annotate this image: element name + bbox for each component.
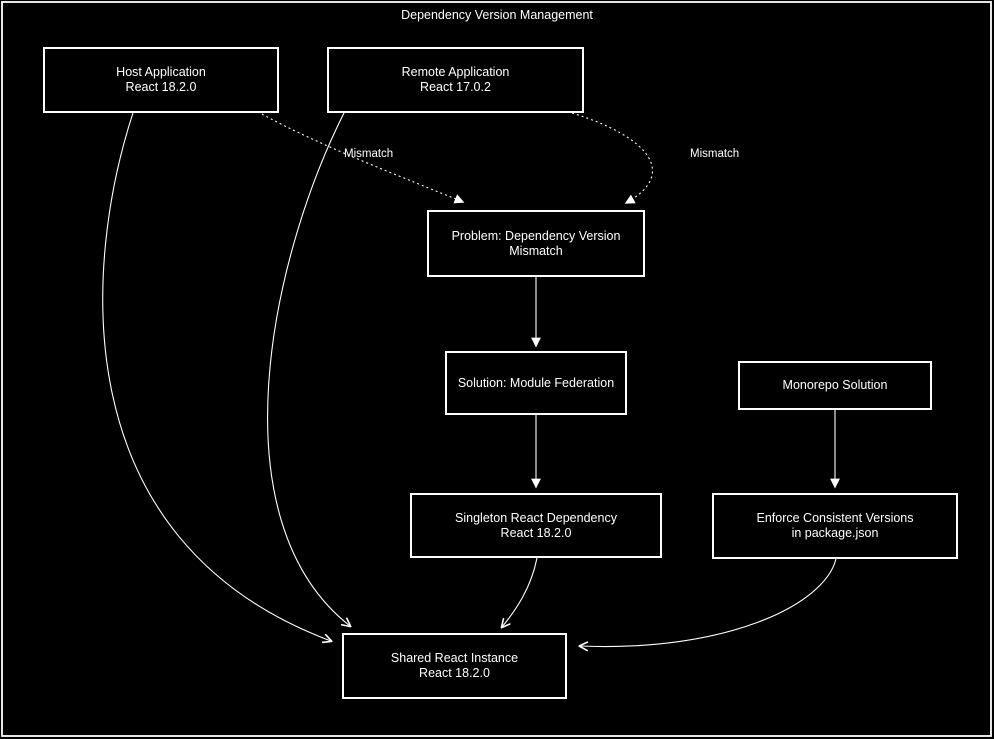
node-monorepo-solution: Monorepo Solution (738, 361, 932, 410)
node-label: Solution: Module Federation (457, 375, 615, 390)
node-label: Monorepo Solution (782, 378, 888, 392)
node-enforce-consistent-versions: Enforce Consistent Versions in package.j… (712, 493, 958, 559)
edge-host-problem (261, 113, 465, 204)
node-sublabel: React 18.2.0 (125, 80, 197, 94)
edge-label-mismatch-left: Mismatch (344, 148, 394, 160)
edge-label-mismatch-right: Mismatch (690, 148, 740, 160)
node-sublabel: React 18.2.0 (500, 525, 572, 540)
node-label: Singleton React Dependency (455, 510, 617, 525)
edge-host-shared (102, 112, 331, 641)
node-sublabel: in package.json (791, 526, 879, 540)
node-label: Remote Application (401, 65, 510, 79)
node-label: Host Application (116, 65, 206, 79)
node-sublabel: React 17.0.2 (420, 80, 491, 94)
node-label: Enforce Consistent Versions (756, 511, 914, 525)
node-singleton-react-dependency: Singleton React Dependency React 18.2.0 (410, 493, 662, 558)
edge-singleton-shared (502, 557, 538, 627)
edge-remote-shared (267, 112, 350, 626)
node-label: Problem: Dependency Version (451, 228, 621, 243)
diagram-title: Dependency Version Management (401, 8, 593, 22)
node-solution-module-federation: Solution: Module Federation (445, 351, 627, 415)
edge-remote-problem (571, 112, 654, 204)
node-label: Shared React Instance (390, 651, 519, 665)
node-problem: Problem: Dependency Version Mismatch (427, 210, 645, 277)
node-sublabel: Mismatch (509, 243, 563, 258)
node-sublabel: React 18.2.0 (419, 666, 490, 680)
node-remote-application: Remote Application React 17.0.2 (327, 47, 584, 113)
node-shared-react-instance: Shared React Instance React 18.2.0 (342, 633, 567, 699)
edge-enforce-shared (580, 558, 837, 647)
node-host-application: Host Application React 18.2.0 (43, 47, 279, 113)
